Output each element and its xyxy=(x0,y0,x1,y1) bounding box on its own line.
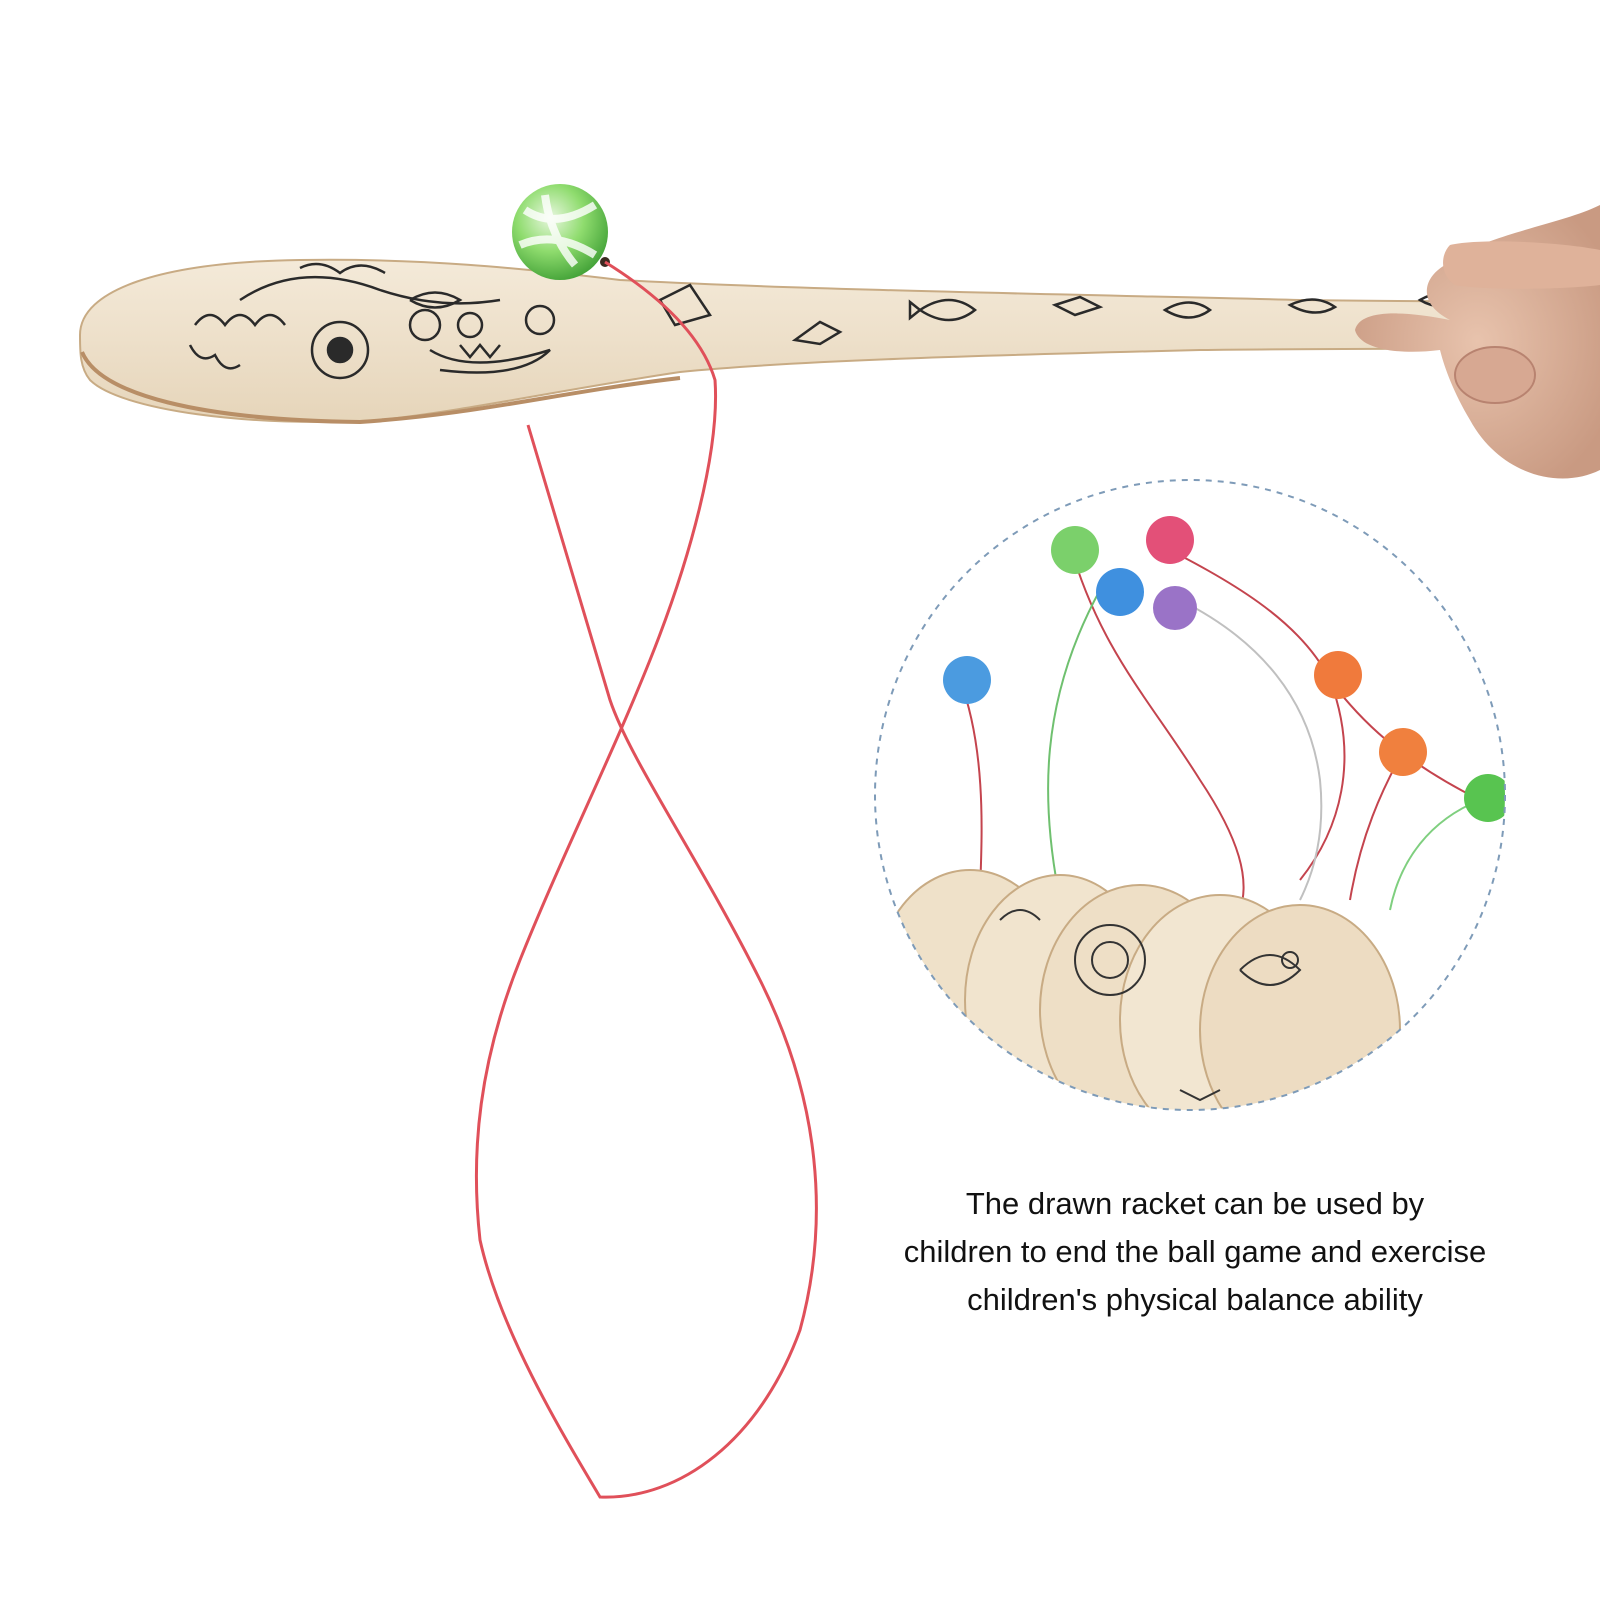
racket-set-inset xyxy=(874,479,1506,1111)
inset-ball-orange xyxy=(1314,651,1362,699)
inset-ball-purple xyxy=(1153,586,1197,630)
elastic-string xyxy=(474,260,818,1499)
product-caption: The drawn racket can be used by children… xyxy=(875,1180,1515,1324)
inset-ball-pink xyxy=(1146,516,1194,564)
caption-line: The drawn racket can be used by xyxy=(965,1186,1425,1221)
caption-line: children to end the ball game and exerci… xyxy=(903,1234,1487,1269)
inset-ball-orange-2 xyxy=(1379,728,1427,776)
inset-ball-blue xyxy=(1096,568,1144,616)
bouncy-ball xyxy=(512,184,610,280)
inset-ball-green xyxy=(1051,526,1099,574)
caption-line: children's physical balance ability xyxy=(967,1282,1423,1317)
hand xyxy=(1355,205,1600,479)
paddle-drawing xyxy=(188,262,1463,380)
inset-ball-blue-2 xyxy=(943,656,991,704)
inset-ball-green-2 xyxy=(1464,774,1505,822)
wooden-paddle xyxy=(78,258,1595,425)
